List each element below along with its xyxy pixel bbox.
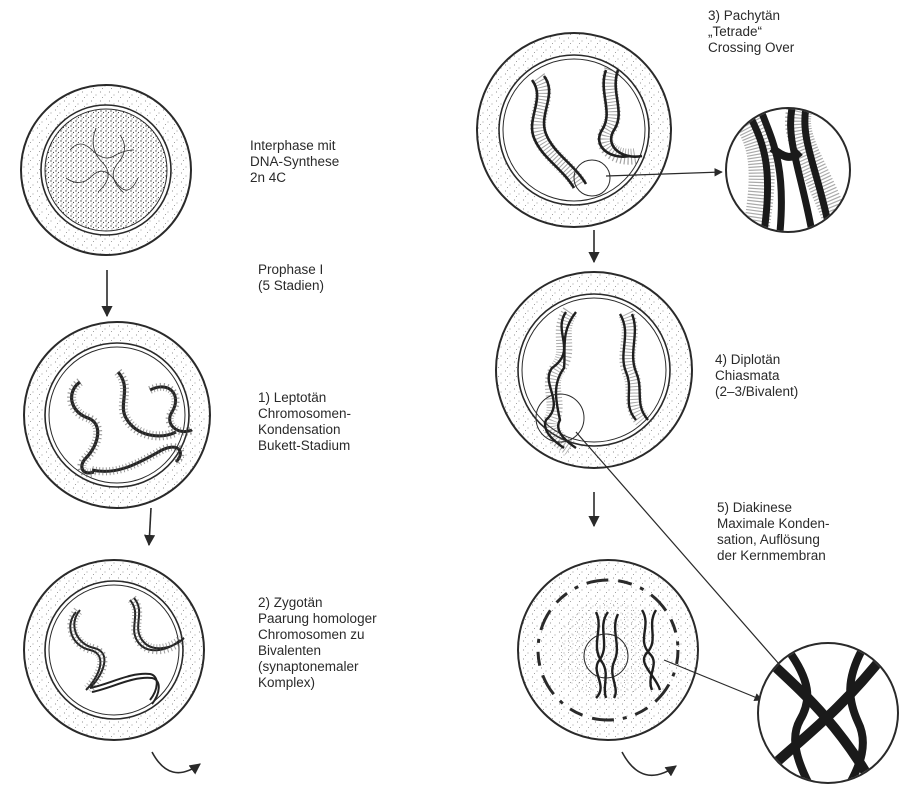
label-zygotaen-line-6: Komplex) [258, 675, 377, 691]
label-prophase: Prophase I (5 Stadien) [258, 262, 324, 294]
label-pachytaen-line-2: „Tetrade“ [708, 24, 794, 40]
arrow-to-zygotaen [149, 508, 151, 545]
curved-arrow-left [152, 752, 200, 773]
cell-interphase [21, 85, 191, 255]
label-zygotaen-line-4: Bivalenten [258, 643, 377, 659]
label-diakinese-line-2: Maximale Konden- [717, 516, 830, 532]
label-prophase-line-1: Prophase I [258, 262, 324, 278]
cell-leptotaen [24, 322, 210, 508]
label-leptotaen-line-4: Bukett-Stadium [258, 438, 351, 454]
label-interphase-line-2: DNA-Synthese [250, 154, 339, 170]
label-diakinese: 5) Diakinese Maximale Konden- sation, Au… [717, 500, 830, 564]
label-pachytaen: 3) Pachytän „Tetrade“ Crossing Over [708, 8, 794, 56]
cell-pachytaen [477, 33, 671, 227]
label-leptotaen-line-2: Chromosomen- [258, 406, 351, 422]
cell-diakinese [518, 560, 698, 740]
label-diakinese-line-3: sation, Auflösung [717, 532, 830, 548]
label-zygotaen-line-5: (synaptonemaler [258, 659, 377, 675]
magnified-chiasma [758, 643, 898, 790]
cell-diplotaen [496, 272, 692, 468]
label-zygotaen-line-2: Paarung homologer [258, 611, 377, 627]
label-pachytaen-line-3: Crossing Over [708, 40, 794, 56]
label-zygotaen-line-3: Chromosomen zu [258, 627, 377, 643]
label-leptotaen-line-3: Kondensation [258, 422, 351, 438]
label-leptotaen: 1) Leptotän Chromosomen- Kondensation Bu… [258, 390, 351, 454]
label-zygotaen: 2) Zygotän Paarung homologer Chromosomen… [258, 595, 377, 691]
label-diplotaen-line-1: 4) Diplotän [715, 352, 798, 368]
label-interphase-line-1: Interphase mit [250, 138, 339, 154]
label-diakinese-line-4: der Kernmembran [717, 548, 830, 564]
cell-zygotaen [24, 560, 204, 740]
label-interphase: Interphase mit DNA-Synthese 2n 4C [250, 138, 339, 186]
label-diplotaen: 4) Diplotän Chiasmata (2–3/Bivalent) [715, 352, 798, 400]
label-zygotaen-line-1: 2) Zygotän [258, 595, 377, 611]
label-diakinese-line-1: 5) Diakinese [717, 500, 830, 516]
label-diplotaen-line-3: (2–3/Bivalent) [715, 384, 798, 400]
label-diplotaen-line-2: Chiasmata [715, 368, 798, 384]
label-leptotaen-line-1: 1) Leptotän [258, 390, 351, 406]
label-pachytaen-line-1: 3) Pachytän [708, 8, 794, 24]
label-interphase-line-3: 2n 4C [250, 170, 339, 186]
label-prophase-line-2: (5 Stadien) [258, 278, 324, 294]
magnified-crossing-over [726, 108, 850, 232]
curved-arrow-right [622, 752, 676, 775]
